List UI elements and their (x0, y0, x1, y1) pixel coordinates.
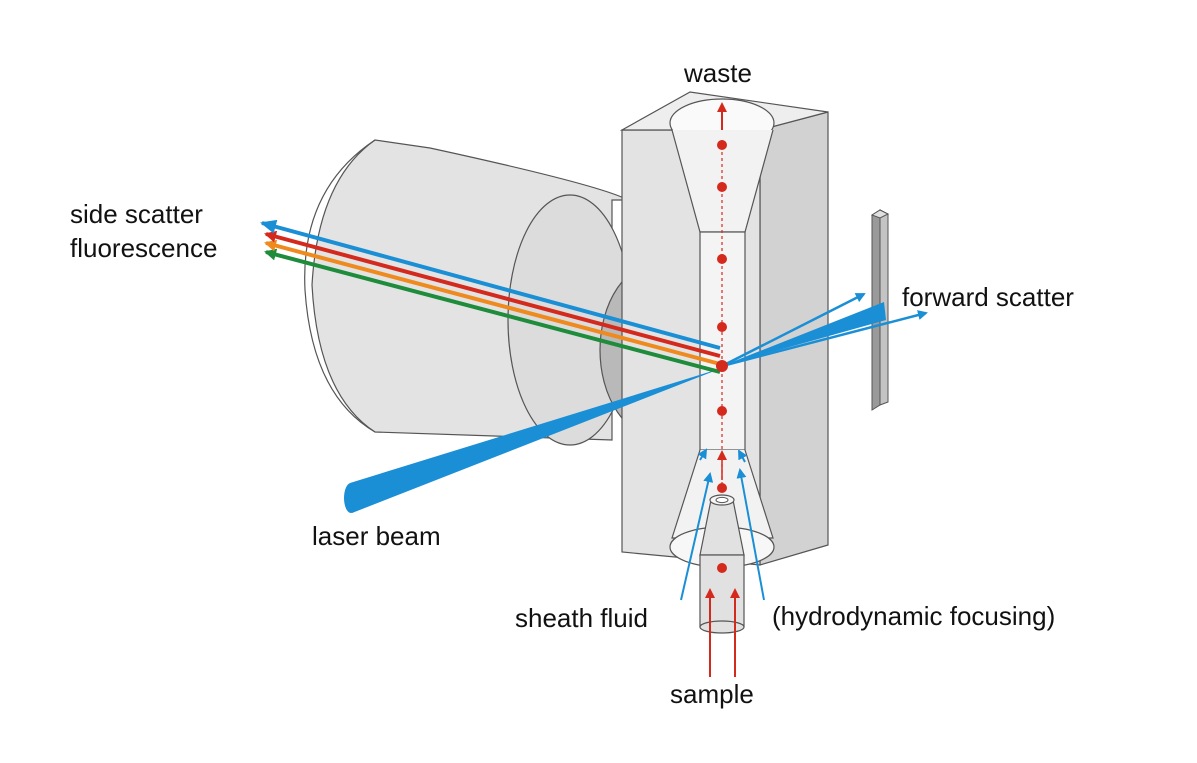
laser-beam-cone (350, 368, 722, 513)
sheath-arrow-right-short (738, 449, 748, 463)
particle (717, 322, 727, 332)
side-scatter-fluorescence-rays (260, 219, 721, 374)
sheath-arrow-left-short (697, 448, 708, 461)
sheath-arrow-right-long (736, 468, 765, 601)
fluorescence-ray-orange (264, 239, 721, 366)
sample-arrows (705, 588, 740, 677)
particle (717, 140, 727, 150)
laser-beam-label: laser beam (312, 521, 441, 551)
forward-scatter-ray-upper (721, 292, 866, 368)
side-scatter-label: side scatter (70, 199, 203, 229)
particle (717, 563, 727, 573)
forward-scatter-light (721, 292, 928, 368)
laser-beam-source (344, 483, 358, 513)
particle (717, 483, 727, 493)
hydrodynamic-focusing-label: (hydrodynamic focusing) (772, 601, 1056, 631)
fluorescence-ray-red (264, 230, 721, 358)
side-scatter-ray-blue (260, 219, 721, 350)
forward-scatter-cone (722, 302, 886, 366)
nozzle-tip-inner (715, 496, 729, 504)
laser-beam (344, 368, 722, 513)
sheath-fluid-label: sheath fluid (515, 603, 648, 633)
particle (717, 406, 727, 416)
particle-stream (716, 102, 728, 573)
detector-top (870, 209, 890, 219)
sheath-fluid-arrows (680, 448, 765, 601)
waste-label: waste (684, 58, 752, 88)
fluorescence-ray-green (264, 248, 721, 374)
sheath-arrow-left-long (680, 472, 714, 601)
lens-back-edge (304, 139, 376, 433)
fluorescence-label: fluorescence (70, 233, 218, 263)
particle (717, 182, 727, 192)
forward-scatter-ray-lower (721, 310, 928, 368)
nozzle-tube-bottom (699, 620, 745, 634)
particle (717, 254, 727, 264)
forward-scatter-label: forward scatter (902, 282, 1074, 312)
particle-in-beam (716, 360, 728, 372)
sample-label: sample (670, 679, 754, 709)
